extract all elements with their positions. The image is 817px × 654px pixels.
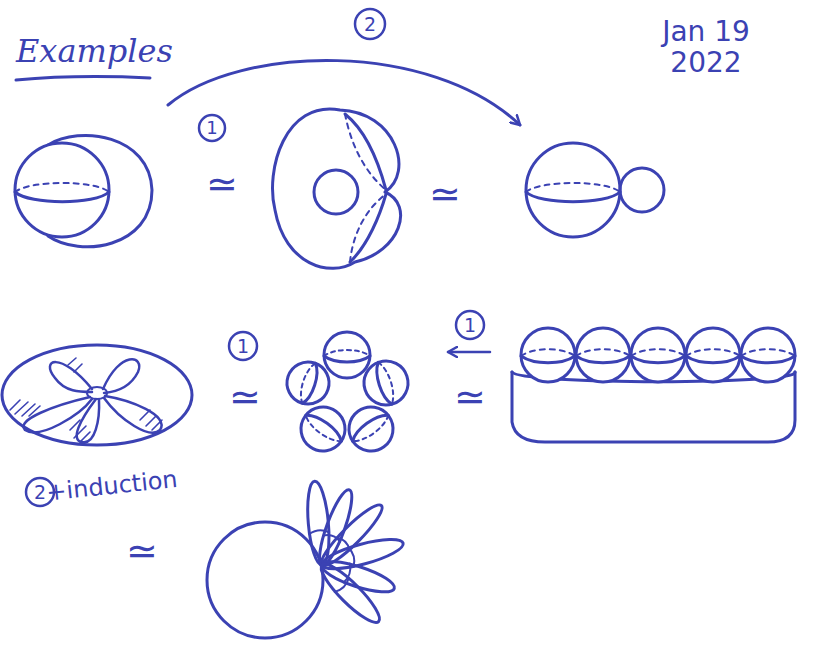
spheres-in-tray — [512, 328, 795, 442]
callout-circle — [456, 311, 484, 339]
callout-number: 2 — [364, 14, 376, 35]
arrow — [168, 60, 520, 125]
equivalence-sign: ≃ — [429, 174, 461, 216]
torus-shape — [273, 109, 401, 268]
sphere-wedge-circle — [526, 143, 664, 237]
callout-number: 1 — [237, 336, 249, 357]
sphere-with-fingers — [207, 480, 406, 638]
underline — [16, 77, 150, 80]
callout-number: 2 — [34, 482, 46, 503]
sphere-with-arc — [15, 135, 152, 246]
date-note: Jan 19 2022 — [656, 17, 756, 79]
equivalence-sign: ≃ — [454, 377, 486, 419]
callout-number: 1 — [206, 118, 217, 138]
callout-circle — [229, 332, 257, 360]
necklace-of-spheres — [282, 332, 414, 460]
arrow — [448, 351, 490, 354]
equivalence-sign: ≃ — [206, 164, 238, 206]
equivalence-sign: ≃ — [229, 377, 261, 419]
note-text: +induction — [45, 466, 179, 506]
title: Examples — [16, 34, 173, 69]
equivalence-sign: ≃ — [126, 531, 158, 573]
callout-circle — [355, 9, 385, 39]
disk-with-petals — [2, 345, 192, 445]
callout-number: 1 — [464, 315, 476, 336]
callout-circle — [199, 115, 225, 141]
